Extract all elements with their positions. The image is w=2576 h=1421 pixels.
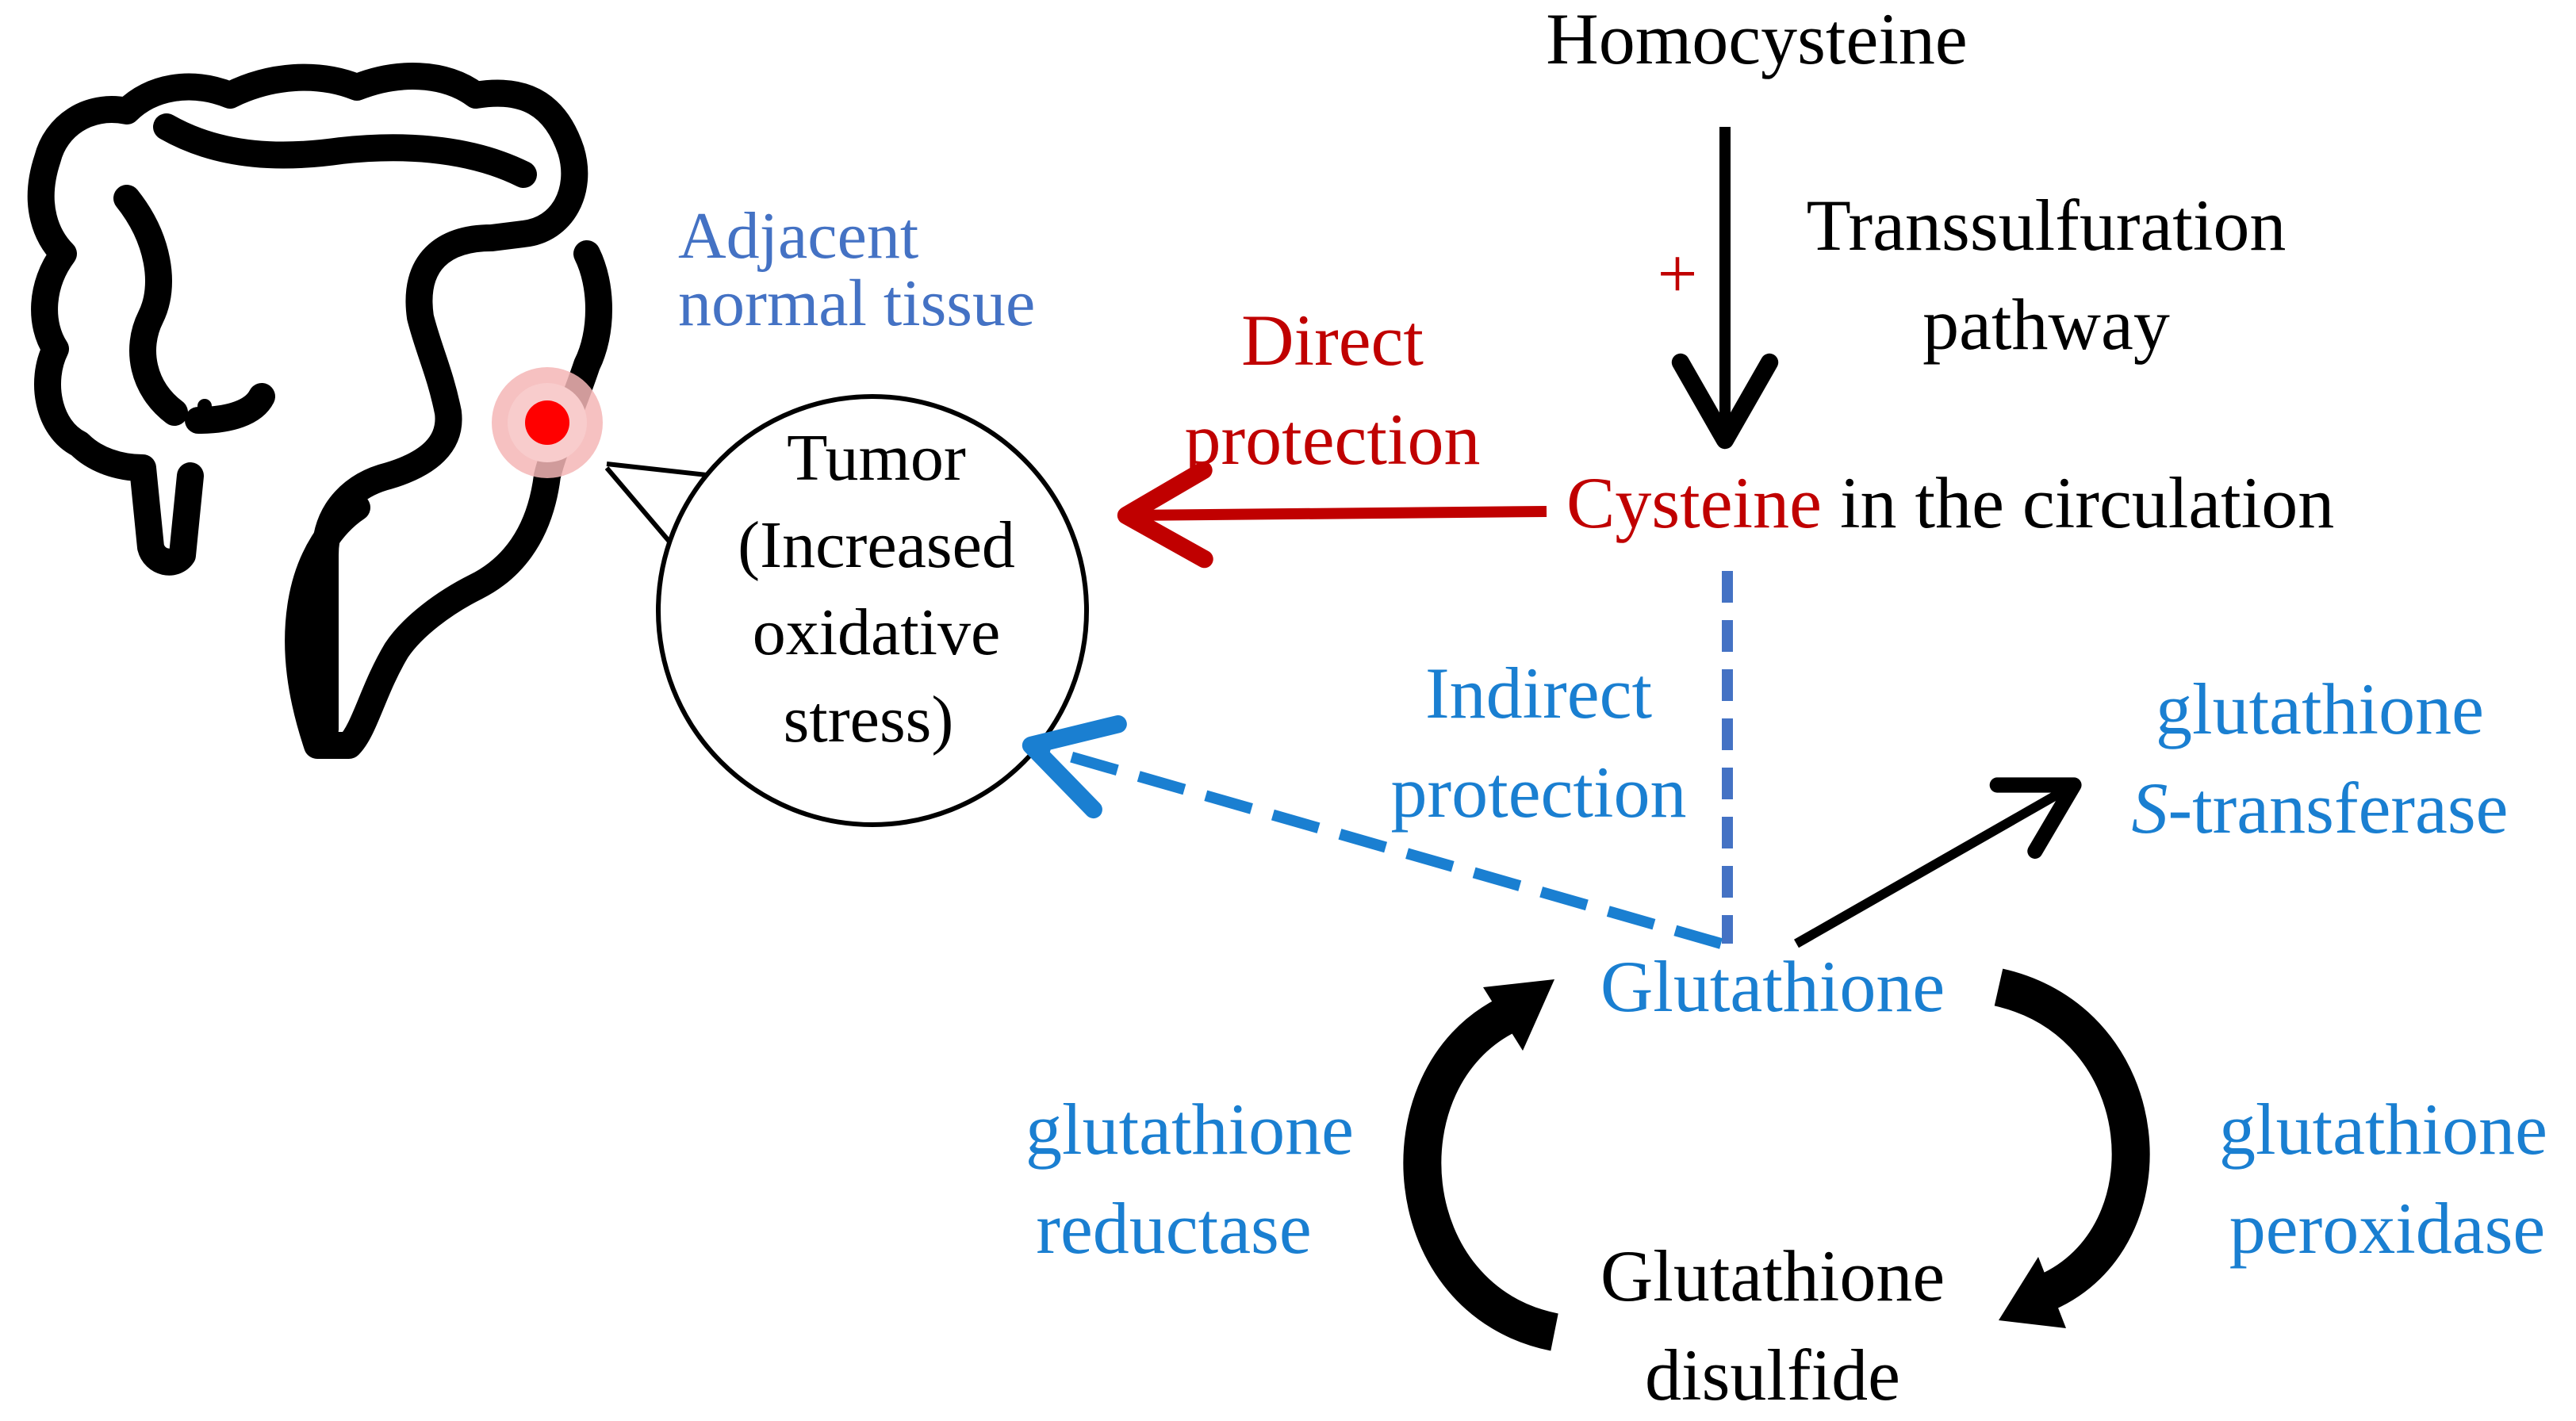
circulation-text: in the circulation — [1822, 462, 2334, 543]
gst-label-line1: glutathione — [2156, 668, 2484, 749]
direct-label: Direct — [1241, 300, 1424, 381]
gst-italic-s: S — [2131, 768, 2168, 848]
tumor-bubble — [656, 394, 1089, 827]
tumor-label-line1: Tumor — [787, 421, 966, 495]
gst-transferase: -transferase — [2168, 768, 2508, 848]
cysteine-word: Cysteine — [1566, 462, 1822, 543]
tumor-callout-pointer — [604, 462, 715, 549]
direct-protection-label: protection — [1185, 399, 1481, 480]
transsulfuration-label: Transsulfuration — [1807, 185, 2287, 266]
glutathione-label: Glutathione — [1600, 946, 1945, 1027]
gr-label-line2: reductase — [1036, 1188, 1311, 1269]
tumor-label-line4: stress) — [784, 683, 954, 756]
gssg-label-line1: Glutathione — [1600, 1235, 1945, 1316]
gssg-label-line2: disulfide — [1645, 1335, 1900, 1415]
gst-label-line2: S-transferase — [2131, 768, 2508, 848]
direct-protection-arrow — [1117, 461, 1547, 569]
adjacent-label-line2: normal tissue — [678, 266, 1035, 340]
redox-cycle-arrows — [1403, 968, 2150, 1351]
indirect-protection-label: protection — [1391, 752, 1687, 833]
indirect-label: Indirect — [1425, 653, 1653, 733]
plus-sign: + — [1658, 235, 1698, 313]
tumor-label-line3: oxidative — [753, 596, 1001, 669]
cysteine-label: Cysteine in the circulation — [1566, 462, 2334, 543]
gr-label-line1: glutathione — [1025, 1089, 1354, 1170]
tumor-label-line2: (Increased — [738, 508, 1015, 582]
tumor-spot-icon — [492, 367, 603, 478]
colon-dot-icon — [197, 399, 212, 413]
homocysteine-label: Homocysteine — [1546, 0, 1967, 79]
adjacent-label-line1: Adjacent — [678, 199, 918, 273]
indirect-protection-arrow — [1022, 715, 1723, 949]
gpx-label-line2: peroxidase — [2229, 1188, 2546, 1269]
gpx-label-line1: glutathione — [2219, 1089, 2547, 1170]
pathway-label: pathway — [1922, 284, 2170, 365]
gst-arrow — [1794, 777, 2082, 948]
